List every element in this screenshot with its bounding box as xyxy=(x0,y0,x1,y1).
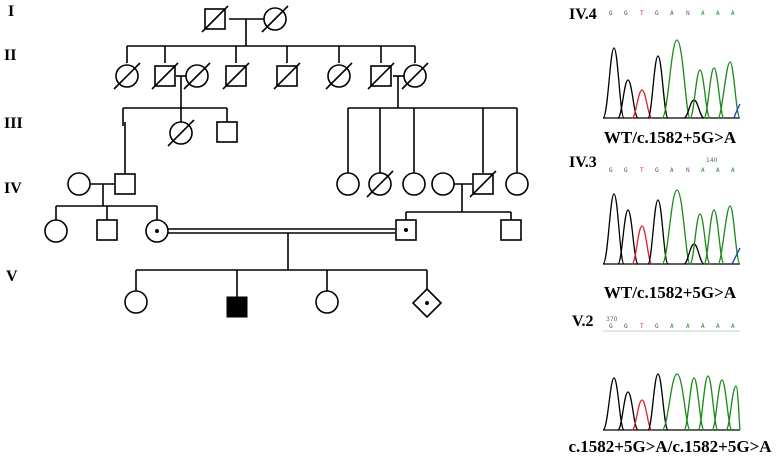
generation-label-V: V xyxy=(6,268,18,285)
genotype-label: WT/c.1582+5G>A xyxy=(604,128,737,147)
svg-text:G: G xyxy=(624,323,628,330)
pedigree-lines xyxy=(55,18,518,297)
sequence-letters: G G T G A N A A A xyxy=(609,10,735,17)
svg-text:A: A xyxy=(701,167,705,174)
svg-text:A: A xyxy=(701,323,705,330)
sequence-position: 140 xyxy=(706,157,718,164)
svg-text:T: T xyxy=(640,323,644,330)
panel-title: V.2 xyxy=(572,313,594,330)
sequence-letters: G G T G A N A A A xyxy=(609,167,735,174)
individual-III-female-spouse xyxy=(431,172,455,196)
individual-IV-male xyxy=(96,219,118,241)
panel-title: IV.3 xyxy=(569,154,597,171)
svg-text:A: A xyxy=(716,167,720,174)
sequence-position: 370 xyxy=(606,316,618,323)
chromatogram-trace xyxy=(602,39,741,119)
svg-text:T: T xyxy=(640,167,644,174)
svg-text:A: A xyxy=(701,10,705,17)
svg-text:G: G xyxy=(624,167,628,174)
svg-text:A: A xyxy=(686,323,690,330)
svg-text:A: A xyxy=(716,323,720,330)
svg-text:G: G xyxy=(609,323,613,330)
svg-text:G: G xyxy=(655,10,659,17)
individual-III-female xyxy=(336,172,360,196)
svg-text:G: G xyxy=(655,167,659,174)
chromatogram-panel-IV4: IV.4 G G T G A N A A A WT/c.1582+5G>A xyxy=(569,6,741,147)
individual-III-male xyxy=(114,173,136,195)
svg-text:A: A xyxy=(731,10,735,17)
individual-IV-female xyxy=(44,219,68,243)
carrier-dot xyxy=(404,228,408,232)
svg-text:G: G xyxy=(609,167,613,174)
generation-label-I: I xyxy=(8,3,14,20)
svg-text:A: A xyxy=(731,167,735,174)
individual-III-male xyxy=(216,121,238,143)
carrier-dot xyxy=(155,229,159,233)
individual-IV-male xyxy=(500,219,522,241)
generation-label-II: II xyxy=(4,47,16,64)
genotype-label: WT/c.1582+5G>A xyxy=(604,283,737,302)
individual-III-female xyxy=(67,172,91,196)
svg-text:A: A xyxy=(670,167,674,174)
svg-text:T: T xyxy=(640,10,644,17)
individual-V2-affected-male xyxy=(226,296,248,318)
panel-title: IV.4 xyxy=(569,6,597,23)
chromatogram-panel-V2: V.2 370 G G T G A A A A A c.1582+5G>A/c.… xyxy=(568,313,772,456)
svg-text:A: A xyxy=(670,323,674,330)
svg-text:A: A xyxy=(731,323,735,330)
chromatogram-trace xyxy=(602,373,741,431)
individual-V-female xyxy=(315,290,339,314)
svg-text:N: N xyxy=(686,167,690,174)
sequence-letters: G G T G A A A A A xyxy=(609,323,735,330)
svg-text:N: N xyxy=(686,10,690,17)
individual-V-female xyxy=(124,290,148,314)
svg-text:A: A xyxy=(716,10,720,17)
svg-text:G: G xyxy=(624,10,628,17)
genotype-label: c.1582+5G>A/c.1582+5G>A xyxy=(568,437,772,456)
individual-III-female xyxy=(402,172,426,196)
svg-text:G: G xyxy=(609,10,613,17)
generation-label-IV: IV xyxy=(4,180,22,197)
individual-III-female xyxy=(505,172,529,196)
chromatogram-panel-IV3: IV.3 140 G G T G A N A A A WT/c.1582+5G>… xyxy=(569,154,741,302)
chromatogram-trace xyxy=(602,189,741,265)
svg-text:G: G xyxy=(655,323,659,330)
generation-label-III: III xyxy=(4,115,23,132)
carrier-dot xyxy=(425,301,429,305)
svg-text:A: A xyxy=(670,10,674,17)
